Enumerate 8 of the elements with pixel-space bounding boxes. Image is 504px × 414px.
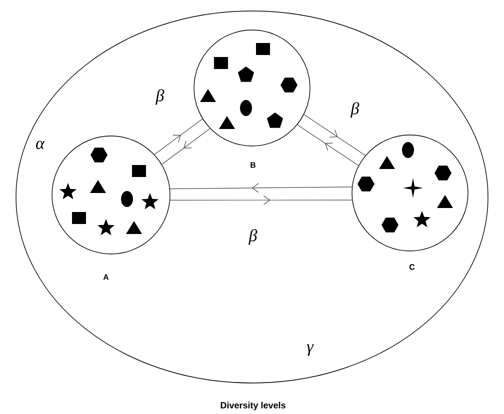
caption: Diversity levels [220,402,286,410]
edge-label: β [350,102,360,118]
circle-label: B [250,162,256,168]
edge-label: β [248,229,258,245]
community-circle [352,134,468,252]
circle-label: C [409,264,415,270]
circle-label: A [103,274,109,280]
edge-label: β [156,89,164,105]
